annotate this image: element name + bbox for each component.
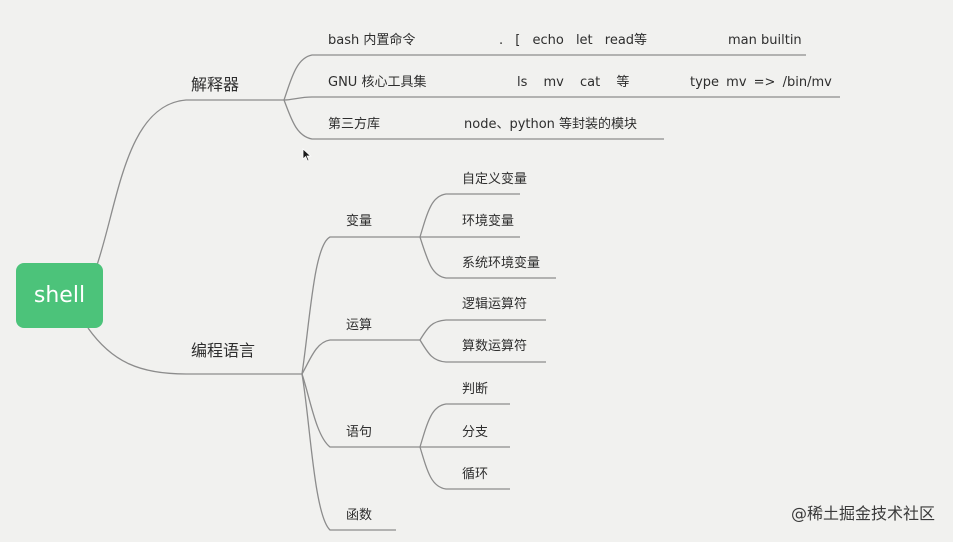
node-system-env-variables[interactable]: 系统环境变量: [462, 256, 541, 271]
connector-root-interpreter: [95, 99, 284, 269]
node-bash-builtin-help: man builtin: [728, 33, 802, 48]
branch-interpreter[interactable]: 解释器: [191, 75, 240, 94]
node-loop[interactable]: 循环: [462, 467, 489, 482]
node-variables[interactable]: 变量: [346, 214, 373, 229]
node-third-party-libs[interactable]: 第三方库: [328, 117, 381, 132]
node-functions[interactable]: 函数: [346, 508, 373, 523]
node-env-variables[interactable]: 环境变量: [462, 214, 515, 229]
node-custom-variables[interactable]: 自定义变量: [462, 172, 528, 187]
connector-language-statements: [301, 373, 420, 448]
mouse-pointer-icon: [302, 148, 312, 162]
connector-interpreter-third: [283, 99, 664, 140]
connector-language-operations: [301, 339, 420, 375]
node-bash-builtin-examples: . [ echo let read等: [499, 33, 648, 48]
root-node-shell[interactable]: shell: [16, 263, 103, 328]
node-statements[interactable]: 语句: [346, 425, 373, 440]
branch-language[interactable]: 编程语言: [191, 341, 256, 360]
node-third-party-libs-examples: node、python 等封装的模块: [464, 117, 638, 132]
node-operations[interactable]: 运算: [346, 318, 373, 333]
node-gnu-coreutils[interactable]: GNU 核心工具集: [328, 75, 427, 90]
node-gnu-coreutils-type: type mv => /bin/mv: [690, 75, 832, 90]
connector-root-language: [87, 327, 302, 375]
connector-language-variables: [301, 236, 420, 375]
connector-interpreter-bash: [283, 54, 806, 101]
connector-op-math: [419, 339, 546, 363]
connector-language-functions: [301, 373, 396, 531]
node-logical-operators[interactable]: 逻辑运算符: [462, 297, 528, 312]
connector-var-custom: [419, 193, 520, 238]
connector-stmt-loop: [419, 446, 510, 490]
node-arithmetic-operators[interactable]: 算数运算符: [462, 339, 528, 354]
connector-stmt-if: [419, 403, 510, 448]
connector-interpreter-gnu: [283, 96, 840, 101]
node-branch[interactable]: 分支: [462, 425, 489, 440]
node-condition[interactable]: 判断: [462, 382, 489, 397]
connector-op-logic: [419, 319, 546, 341]
connector-var-sys: [419, 236, 556, 279]
node-bash-builtin[interactable]: bash 内置命令: [328, 33, 416, 48]
node-gnu-coreutils-examples: ls mv cat 等: [517, 75, 630, 90]
watermark: @稀土掘金技术社区: [790, 504, 935, 523]
